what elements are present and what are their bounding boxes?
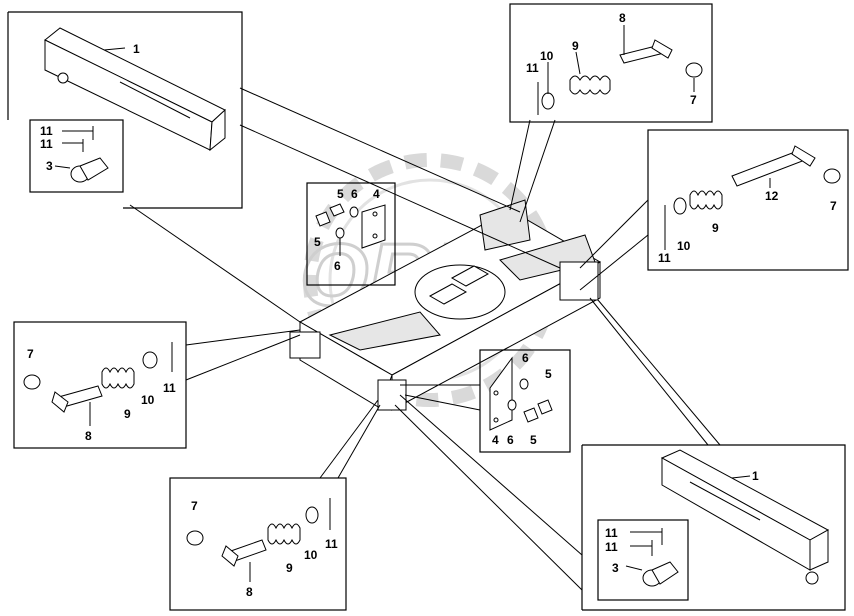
callout-center-5a: 5: [337, 187, 344, 201]
detail-box-midright: [479, 349, 571, 453]
callout-bottomright-11b: 11: [605, 540, 618, 554]
callout-left-10: 10: [141, 393, 155, 407]
callout-topright-9: 9: [572, 39, 579, 53]
callout-topright-11: 11: [526, 61, 539, 75]
detail-box-topright: [509, 3, 713, 123]
callout-bottomright-11a: 11: [605, 526, 618, 540]
callout-right-12: 12: [765, 189, 779, 203]
callout-left-9: 9: [124, 407, 131, 421]
callout-bottom-11: 11: [325, 537, 338, 551]
callout-midright-6a: 6: [522, 351, 529, 365]
callout-bottomright-1: 1: [752, 469, 759, 483]
callout-bottom-9: 9: [286, 561, 293, 575]
callout-midright-4: 4: [492, 433, 499, 447]
callout-topleft-11a: 11: [40, 124, 53, 138]
detail-box-bottom: [169, 477, 347, 611]
callout-right-7: 7: [830, 199, 837, 213]
callout-topright-7: 7: [690, 93, 697, 107]
callout-center-5b: 5: [314, 235, 321, 249]
callout-right-9: 9: [712, 221, 719, 235]
callout-right-10: 10: [677, 239, 691, 253]
callout-center-6b: 6: [334, 259, 341, 273]
callout-left-7: 7: [27, 347, 34, 361]
callout-topleft-3: 3: [46, 159, 53, 173]
callout-bottomright-3: 3: [612, 561, 619, 575]
callout-topright-8: 8: [619, 11, 626, 25]
callout-midright-6b: 6: [507, 433, 514, 447]
callout-bottom-8: 8: [246, 585, 253, 599]
callout-midright-5a: 5: [545, 367, 552, 381]
detail-box-left: [13, 321, 187, 449]
detail-box-center: [306, 182, 396, 286]
callout-bottom-7: 7: [191, 499, 198, 513]
callout-right-11: 11: [658, 251, 671, 265]
callout-midright-5b: 5: [530, 433, 537, 447]
callout-center-6a: 6: [351, 187, 358, 201]
detail-box-topleft: [7, 11, 243, 209]
callout-left-11: 11: [163, 381, 176, 395]
detail-box-right: [647, 129, 849, 271]
callout-left-8: 8: [85, 429, 92, 443]
callout-bottom-10: 10: [304, 548, 318, 562]
detail-box-bottomright: [581, 444, 846, 611]
leader-lines: [129, 87, 721, 591]
callout-center-4: 4: [373, 187, 380, 201]
callout-topleft-11b: 11: [40, 137, 53, 151]
callout-topleft-1: 1: [133, 42, 140, 56]
callout-topright-10: 10: [540, 49, 554, 63]
